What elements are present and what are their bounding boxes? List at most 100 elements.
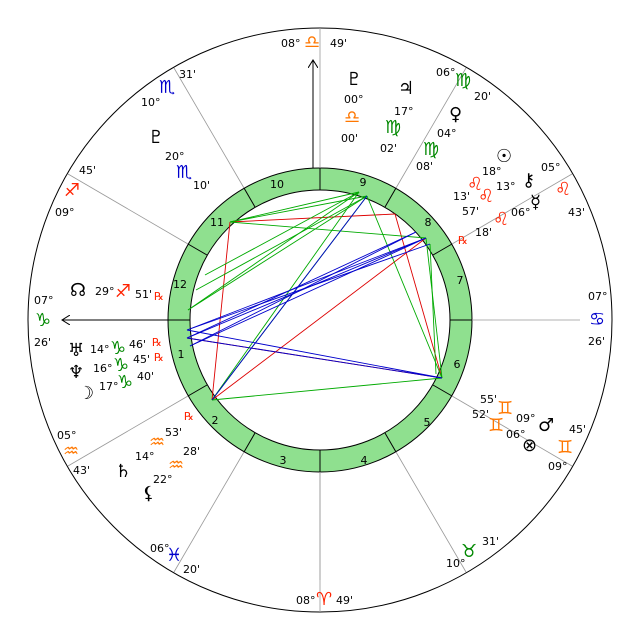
moon-glyph: ☽	[78, 383, 94, 404]
uranus-retro: ℞	[152, 336, 162, 349]
pluto-top-sign: ♎	[344, 107, 360, 128]
asc-degree: 07°	[34, 294, 54, 307]
mercury-degree: 06°	[511, 206, 531, 219]
cusp-scorpio-degree: 10°	[141, 96, 161, 109]
cusp12-degree: 05°	[541, 161, 561, 174]
asc-minutes: 26'	[34, 336, 51, 349]
jupiter-minutes: 02'	[380, 142, 397, 155]
fortune-sign: ♊	[488, 415, 504, 436]
uranus-degree: 14°	[90, 343, 110, 356]
venus-sign: ♍	[423, 139, 439, 160]
pluto-minutes: 10'	[193, 179, 210, 192]
dsc-minutes: 26'	[588, 335, 605, 348]
mercury-sign: ♌	[493, 209, 509, 230]
sun-minutes: 13'	[453, 190, 470, 203]
node-retro: ℞	[154, 290, 164, 303]
pluto-degree: 20°	[165, 150, 185, 163]
mercury-minutes: 18'	[475, 226, 492, 239]
cusp-sagittarius-degree: 09°	[55, 206, 75, 219]
fortune-minutes: 52'	[472, 408, 489, 421]
cusp-aquarius-degree: 05°	[57, 429, 77, 442]
cusp11-degree: 06°	[436, 66, 456, 79]
chiron-glyph: ⚷	[522, 170, 535, 191]
cusp-scorpio-sign-glyph: ♏	[159, 77, 175, 98]
fortune-glyph: ⊗	[522, 435, 537, 456]
moon-degree: 17°	[99, 380, 119, 393]
pluto-top-minutes: 00'	[341, 132, 358, 145]
pluto-glyph: ♇	[148, 127, 164, 148]
moon-sign: ♑	[117, 372, 133, 393]
cusp-pisces-degree: 06°	[150, 542, 170, 555]
sun-degree: 18°	[482, 165, 502, 178]
house-number-3: 3	[280, 454, 287, 467]
saturn-minutes: 53'	[165, 426, 182, 439]
planet-labels: ♇ 00° ♎ 00' ♃ 17° ♍ 02' ♀ 04° ♍ 08' ☉ 18…	[68, 69, 554, 504]
node-minutes: 51'	[135, 288, 152, 301]
sun-glyph: ☉	[496, 146, 512, 167]
cusp11-sign-glyph: ♍	[455, 70, 471, 91]
house-number-5: 5	[424, 416, 431, 429]
mc-minutes: 49'	[330, 37, 347, 50]
house-number-6: 6	[454, 358, 461, 371]
lilith-glyph: ⚸	[142, 483, 155, 504]
cusp12-minutes: 43'	[568, 206, 585, 219]
mars-glyph: ♂	[538, 415, 554, 436]
cusp-scorpio-minutes: 31'	[179, 68, 196, 81]
house-number-8: 8	[425, 216, 432, 229]
mars-degree: 09°	[516, 412, 536, 425]
ic-sign-glyph: ♈	[316, 589, 332, 610]
cusp-taurus-minutes: 31'	[482, 535, 499, 548]
venus-minutes: 08'	[416, 160, 433, 173]
house-number-9: 9	[360, 176, 367, 189]
house-dividers	[168, 168, 472, 472]
mercury-retro: ℞	[458, 234, 468, 247]
neptune-degree: 16°	[93, 362, 113, 375]
mc-sign-glyph: ♎	[304, 32, 320, 53]
mars-sign: ♊	[497, 398, 513, 419]
neptune-sign: ♑	[113, 355, 129, 376]
cusp-labels: 08° ♎ 49' 06° ♍ 20' 05° ♌ 43' 07° ♋ 26' …	[34, 32, 608, 610]
chiron-degree: 13°	[496, 180, 516, 193]
cusp-pisces-sign-glyph: ♓	[166, 545, 182, 566]
cusp-gemini-degree: 09°	[548, 460, 568, 473]
cusp-aquarius-minutes: 43'	[73, 464, 90, 477]
mc-degree: 08°	[281, 37, 301, 50]
house-number-12: 12	[173, 278, 187, 291]
cusp-gemini-minutes: 45'	[569, 423, 586, 436]
cusp-sagittarius-minutes: 45'	[79, 164, 96, 177]
cusp-spokes	[67, 28, 573, 612]
pluto-top-degree: 00°	[344, 93, 364, 106]
house-number-4: 4	[361, 454, 368, 467]
house-number-10: 10	[270, 178, 284, 191]
neptune-glyph: ♆	[68, 362, 84, 383]
sun-sign: ♌	[467, 174, 483, 195]
node-degree: 29°	[95, 285, 115, 298]
saturn-sign: ♒	[149, 432, 165, 453]
venus-degree: 04°	[437, 127, 457, 140]
chiron-minutes: 57'	[462, 205, 479, 218]
jupiter-glyph: ♃	[398, 78, 414, 99]
ic-degree: 08°	[296, 594, 316, 607]
house-number-2: 2	[212, 414, 219, 427]
ic-minutes: 49'	[336, 594, 353, 607]
node-glyph: ☊	[70, 280, 86, 301]
asc-sign-glyph: ♑	[35, 310, 51, 331]
saturn-glyph: ♄	[115, 461, 131, 482]
cusp-sagittarius-sign-glyph: ♐	[64, 180, 80, 201]
house-numbers: 1 2 3 4 5 6 7 8 9 10 11 12	[173, 176, 464, 467]
fortune-degree: 06°	[506, 428, 526, 441]
neptune-minutes: 45'	[133, 353, 150, 366]
cusp-taurus-degree: 10°	[446, 557, 466, 570]
dsc-degree: 07°	[588, 290, 608, 303]
jupiter-degree: 17°	[394, 105, 414, 118]
lilith-minutes: 28'	[183, 445, 200, 458]
pluto-sign: ♏	[176, 162, 192, 183]
house-number-7: 7	[457, 274, 464, 287]
cusp-taurus-sign-glyph: ♉	[461, 541, 477, 562]
chiron-sign: ♌	[478, 186, 494, 207]
lilith-degree: 22°	[153, 473, 173, 486]
cusp11-minutes: 20'	[474, 90, 491, 103]
neptune-retro: ℞	[154, 351, 164, 364]
pluto-top-glyph: ♇	[346, 69, 362, 90]
